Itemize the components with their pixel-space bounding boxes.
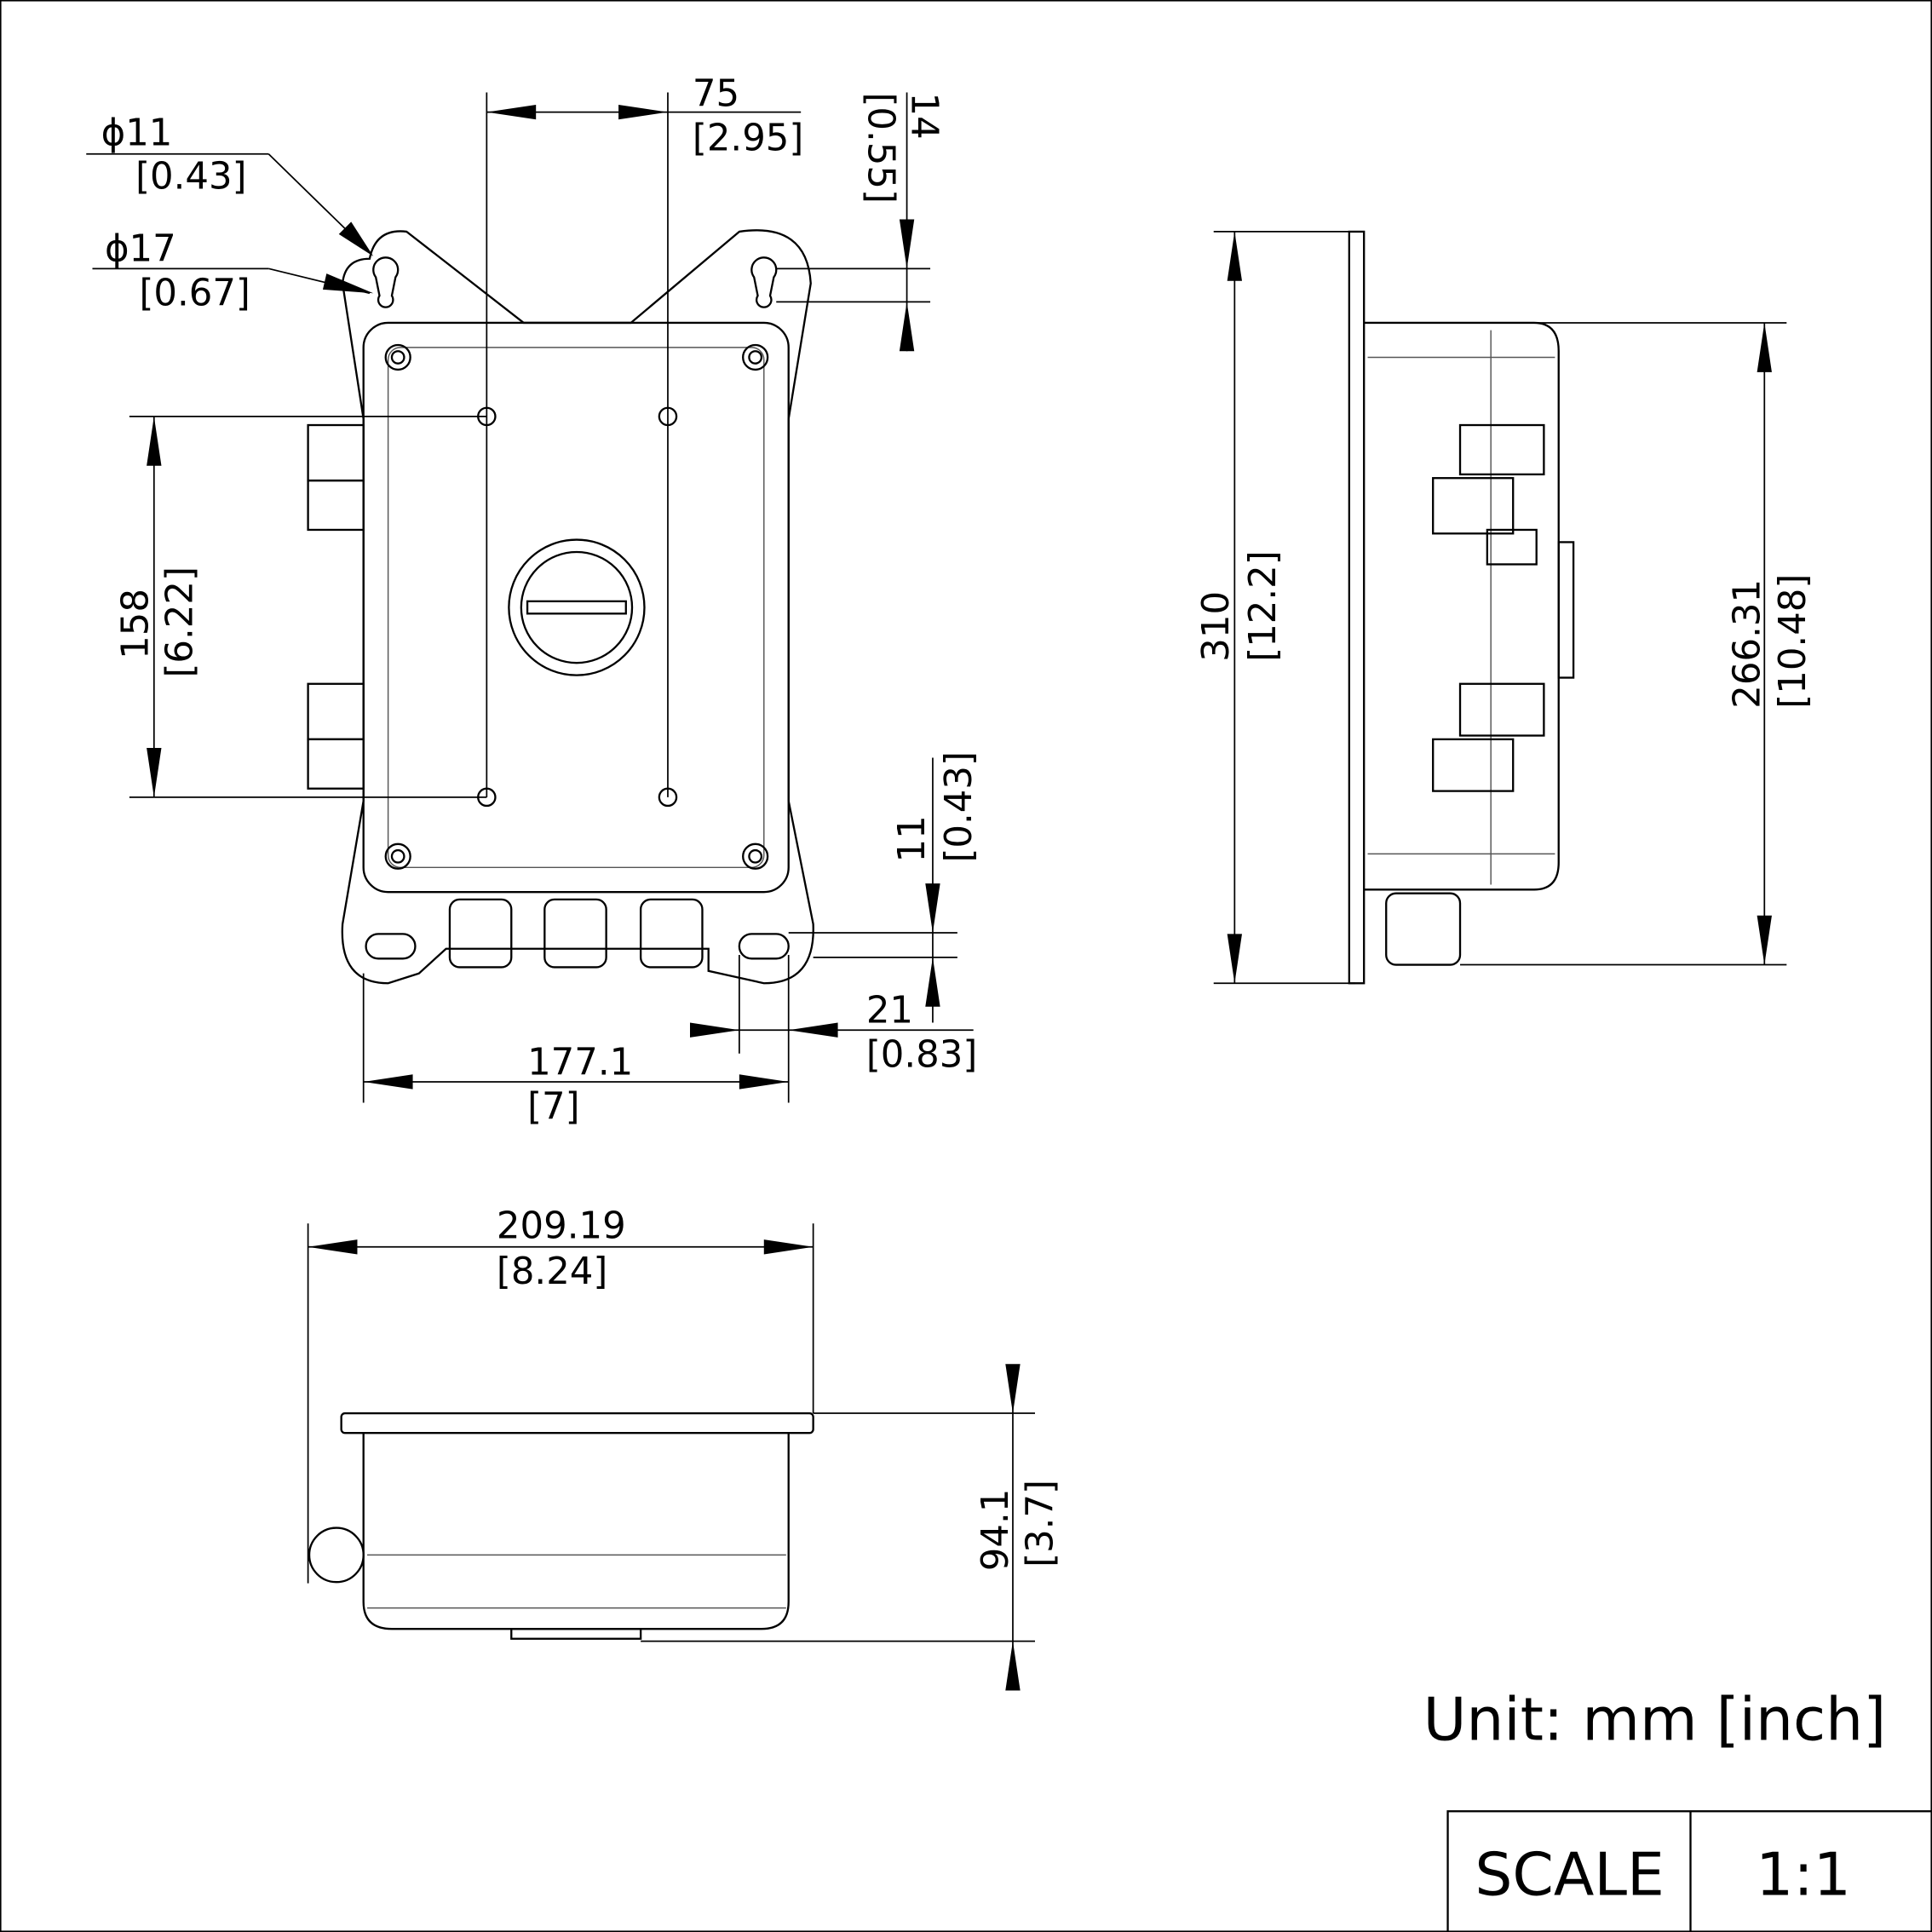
dim-hole-large-mm: ϕ17: [105, 228, 176, 271]
dim-hole-large-inch: [0.67]: [139, 273, 250, 315]
dim-hole-small-mm: ϕ11: [101, 112, 173, 155]
dim-front-width-inch: [7]: [527, 1085, 579, 1128]
dim-depth-inch: [3.7]: [1019, 1480, 1061, 1567]
dim-top-width-inch: [8.24]: [497, 1251, 607, 1293]
dim-depth-mm: 94.1: [975, 1489, 1017, 1572]
top-view: [307, 1223, 1035, 1691]
dim-body-height-mm: 266.31: [1726, 579, 1768, 709]
unit-label: Unit: mm [inch]: [1423, 1686, 1887, 1754]
scale-value: 1:1: [1756, 1842, 1851, 1910]
dim-hole-small-inch: [0.43]: [135, 155, 246, 198]
scale-box: SCALE 1:1: [1446, 1810, 1932, 1932]
front-dimension-lines: [86, 92, 974, 1103]
side-view: [1213, 230, 1787, 985]
dim-hole-spacing-h-inch: [2.95]: [693, 117, 803, 159]
dim-keyhole-inch: [0.55]: [860, 92, 902, 203]
dim-side-height-inch: [12.2]: [1242, 550, 1285, 661]
dim-slot-width-mm: 21: [866, 990, 913, 1032]
dim-top-width-mm: 209.19: [497, 1205, 626, 1248]
dim-side-height-mm: 310: [1195, 591, 1238, 662]
scale-label: SCALE: [1475, 1842, 1665, 1910]
dim-hole-spacing-v-inch: [6.22]: [159, 566, 202, 677]
dim-front-width-mm: 177.1: [527, 1041, 633, 1084]
dim-slot-height-inch: [0.43]: [938, 751, 980, 862]
dim-hole-spacing-h-mm: 75: [693, 72, 739, 115]
dim-body-height-inch: [10.48]: [1772, 574, 1814, 709]
dim-slot-width-inch: [0.83]: [866, 1034, 977, 1077]
dim-slot-height-mm: 11: [891, 815, 934, 862]
dim-keyhole-mm: 14: [902, 92, 945, 139]
dim-hole-spacing-v-mm: 158: [115, 589, 158, 659]
front-view: [129, 92, 814, 985]
